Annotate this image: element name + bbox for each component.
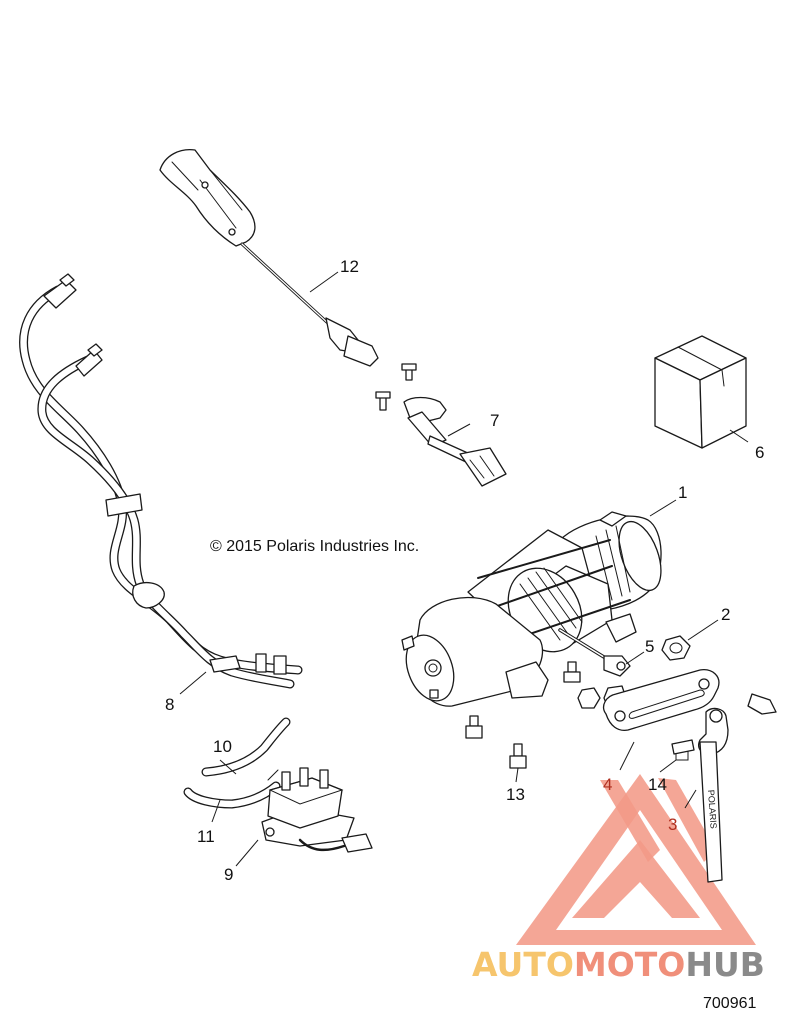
hook-strap-text: POLARIS bbox=[706, 789, 719, 829]
watermark-auto: AUTO bbox=[472, 945, 574, 984]
callout-labels: 1 2 3 4 5 6 7 8 9 10 11 12 13 14 bbox=[165, 257, 764, 884]
part-5-terminal-cable bbox=[558, 628, 631, 677]
part-10-cable bbox=[201, 717, 291, 777]
watermark-logo bbox=[516, 774, 756, 945]
watermark-text: AUTOMOTOHUB bbox=[472, 945, 765, 984]
part-12-lead bbox=[159, 149, 379, 367]
part-6-box bbox=[654, 335, 747, 449]
part-3-hook: POLARIS bbox=[698, 707, 729, 883]
part-11-cable bbox=[183, 769, 281, 809]
callout-2: 2 bbox=[721, 605, 730, 624]
part-14-bolt bbox=[671, 693, 777, 761]
callout-6: 6 bbox=[755, 443, 764, 462]
callout-12: 12 bbox=[340, 257, 359, 276]
part-2-nut bbox=[661, 635, 691, 661]
callout-5: 5 bbox=[645, 637, 654, 656]
callout-14: 14 bbox=[648, 775, 667, 794]
callout-9: 9 bbox=[224, 865, 233, 884]
leader-lines bbox=[179, 271, 749, 867]
callout-8: 8 bbox=[165, 695, 174, 714]
callout-11: 11 bbox=[197, 827, 215, 846]
watermark-moto: MOTO bbox=[574, 945, 685, 984]
part-1-winch bbox=[401, 511, 662, 707]
copyright-text: © 2015 Polaris Industries Inc. bbox=[210, 538, 419, 555]
callout-13: 13 bbox=[506, 785, 525, 804]
part-9-contactor bbox=[261, 767, 373, 853]
part-8-harness bbox=[19, 273, 303, 689]
figure-number: 700961 bbox=[703, 995, 756, 1012]
callout-4: 4 bbox=[603, 775, 612, 794]
part-7-connector bbox=[375, 363, 507, 487]
part-4-fairlead bbox=[602, 669, 720, 732]
callout-3: 3 bbox=[668, 815, 677, 834]
callout-7: 7 bbox=[490, 411, 499, 430]
watermark-hub: HUB bbox=[685, 945, 765, 984]
callout-1: 1 bbox=[678, 483, 687, 502]
callout-10: 10 bbox=[213, 737, 232, 756]
